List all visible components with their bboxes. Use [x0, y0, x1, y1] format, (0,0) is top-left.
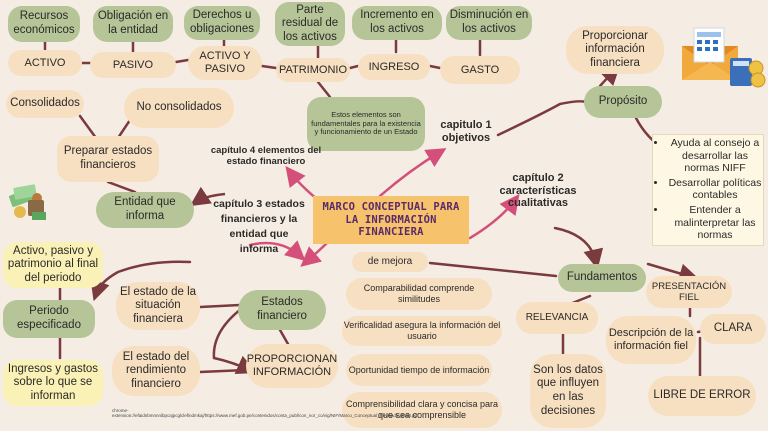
proposito-bullets: Ayuda al consejo a desarrollar las norma…	[652, 134, 764, 246]
libre-error-node: LIBRE DE ERROR	[648, 376, 756, 416]
proposito-node: Propósito	[584, 86, 662, 118]
patrimonio-node: PATRIMONIO	[276, 58, 350, 82]
chapter-3-label: capítulo 3 estados financieros y la enti…	[213, 197, 305, 256]
bullet-3: Entender a malinterpretar las normas	[667, 204, 763, 242]
chapter-4-label: capítulo 4 elementos del estado financie…	[210, 144, 322, 167]
recursos-node: Recursos económicos	[8, 6, 80, 42]
mejora-item-4: Comprensibilidad clara y concisa para qu…	[342, 392, 502, 428]
center-title: MARCO CONCEPTUAL PARA LA INFORMACIÓN FIN…	[313, 196, 469, 244]
money-icon	[8, 182, 48, 222]
mejora-title: de mejora	[352, 252, 428, 272]
mejora-item-3: Oportunidad tiempo de información	[346, 354, 492, 386]
activo-pasivo-patrimonio-node: Activo, pasivo y patrimonio al final del…	[3, 242, 103, 288]
mejora-item-1: Comparabilidad comprende similitudes	[346, 278, 492, 310]
situacion-node: El estado de la situación financiera	[116, 282, 200, 330]
chapter-1-label: capitulo 1 objetivos	[440, 119, 492, 144]
source-url: chrome-extension://efaidnbmnnnibpcajpcgl…	[112, 408, 419, 419]
fundamentos-node: Fundamentos	[558, 264, 646, 292]
elements-description-node: Estos elementos son fundamentales para l…	[307, 97, 425, 151]
activo-y-pasivo-node: ACTIVO Y PASIVO	[188, 46, 262, 80]
proporcionan-node: PROPORCIONAN INFORMACIÓN	[246, 344, 338, 388]
ingresos-gastos-node: Ingresos y gastos sobre lo que se inform…	[3, 360, 103, 406]
residual-node: Parte residual de los activos	[275, 2, 345, 46]
activo-node: ACTIVO	[8, 50, 82, 76]
clara-node: CLARA	[700, 314, 766, 344]
consolidados-node: Consolidados	[6, 90, 84, 118]
gasto-node: GASTO	[440, 56, 520, 84]
son-datos-node: Son los datos que influyen en las decisi…	[530, 354, 606, 428]
periodo-node: Periodo especificado	[3, 300, 95, 338]
disminucion-node: Disminución en los activos	[446, 6, 532, 40]
proporcionar-node: Proporcionar información financiera	[566, 26, 664, 74]
relevancia-node: RELEVANCIA	[516, 302, 598, 334]
incremento-node: Incremento en los activos	[352, 6, 442, 40]
preparar-node: Preparar estados financieros	[57, 136, 159, 182]
mejora-item-2: Verificalidad asegura la información del…	[342, 316, 502, 346]
pasivo-node: PASIVO	[90, 52, 176, 78]
estados-financiero-node: Estados financiero	[238, 290, 326, 330]
presentacion-fiel-node: PRESENTACIÓN FIEL	[646, 276, 732, 308]
rendimiento-node: El estado del rendimiento financiero	[112, 346, 200, 396]
derechos-node: Derechos u obligaciones	[184, 6, 260, 40]
bullet-2: Desarrollar políticas contables	[667, 177, 763, 202]
ingreso-node: INGRESO	[358, 54, 430, 80]
entidad-node: Entidad que informa	[96, 192, 194, 228]
bullet-1: Ayuda al consejo a desarrollar las norma…	[667, 137, 763, 175]
envelope-calculator-icon	[676, 24, 766, 90]
chapter-2-label: capítulo 2 características cualitativas	[499, 171, 577, 210]
obligacion-node: Obligación en la entidad	[93, 6, 173, 42]
descripcion-node: Descripción de la información fiel	[606, 316, 696, 364]
no-consolidados-node: No consolidados	[124, 88, 234, 128]
